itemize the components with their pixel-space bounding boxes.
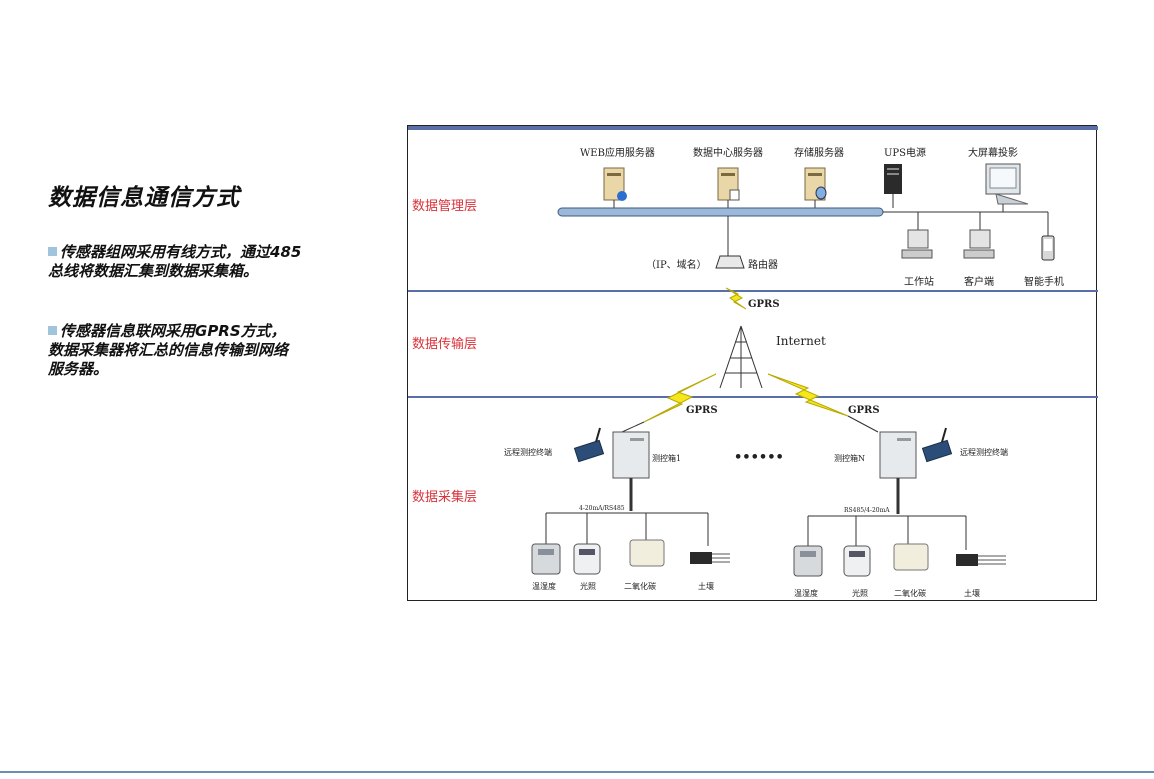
gprs-label-right: GPRS <box>848 405 880 416</box>
sensor-label-temp: 温湿度 <box>794 588 818 598</box>
workstation-icon <box>901 229 933 259</box>
bullet-text-line: 总线将数据汇集到数据采集箱。 <box>48 262 259 280</box>
smartphone-icon <box>1041 235 1055 261</box>
bullet-gprs-network: 传感器信息联网采用GPRS方式， 数据采集器将汇总的信息传输到网络 服务器。 <box>48 322 378 379</box>
internet-label: Internet <box>776 334 826 348</box>
bullet-marker <box>48 326 57 335</box>
sensor-label-soil: 土壤 <box>964 588 980 598</box>
projection-screen-icon <box>985 163 1029 205</box>
bullet-marker <box>48 247 57 256</box>
left-remote-label: 远程测控终端 <box>504 447 552 457</box>
bullet-wired-network: 传感器组网采用有线方式，通过485 总线将数据汇集到数据采集箱。 <box>48 243 378 281</box>
right-sensor-bus <box>807 515 967 550</box>
footer-divider <box>0 771 1154 773</box>
top-band <box>408 126 1098 130</box>
gprs-label-left: GPRS <box>686 405 718 416</box>
sensor-label-light: 光照 <box>852 588 868 598</box>
left-bus-label: 4-20mA/RS485 <box>579 505 625 512</box>
server-label-ups: UPS电源 <box>884 146 926 159</box>
soil-sensor-icon <box>956 554 1006 566</box>
network-architecture-diagram: 数据管理层 数据传输层 数据采集层 WEB应用服务器 数据中心服务器 存储服务器… <box>407 125 1098 601</box>
light-sensor-icon <box>843 545 871 577</box>
server-label-datacenter: 数据中心服务器 <box>693 146 763 159</box>
server-label-screen: 大屏幕投影 <box>968 146 1018 159</box>
gprs-label-top: GPRS <box>748 299 780 310</box>
measurement-box-icon <box>612 431 650 479</box>
server-label-storage: 存储服务器 <box>794 146 844 159</box>
client-label-workstation: 工作站 <box>904 275 934 288</box>
storage-server-icon <box>804 167 827 201</box>
diagram-svg: 数据管理层 数据传输层 数据采集层 WEB应用服务器 数据中心服务器 存储服务器… <box>408 126 1098 598</box>
bullet-text-line: 数据采集器将汇总的信息传输到网络 <box>48 341 289 359</box>
sensor-label-soil: 土壤 <box>698 581 714 591</box>
layer-label-management: 数据管理层 <box>412 199 477 214</box>
bullet-text-line: 传感器信息联网采用GPRS方式， <box>60 322 286 340</box>
client-label-phone: 智能手机 <box>1024 275 1064 288</box>
server-drop-lines <box>613 194 894 208</box>
router-note: （IP、域名） <box>646 258 707 271</box>
lightning-icon <box>767 373 849 417</box>
internet-tower-icon <box>719 325 763 389</box>
layer-label-transmission: 数据传输层 <box>412 336 477 352</box>
co2-sensor-icon <box>629 539 665 567</box>
remote-terminal-icon <box>573 427 605 463</box>
network-bus <box>557 207 884 217</box>
remote-terminal-icon <box>921 427 953 463</box>
soil-sensor-icon <box>690 552 730 564</box>
station-ellipsis: •••••• <box>734 450 784 465</box>
slide-title: 数据信息通信方式 <box>48 185 240 211</box>
bullet-text-line: 传感器组网采用有线方式，通过485 <box>60 243 302 261</box>
sensor-label-co2: 二氧化碳 <box>624 581 656 591</box>
sensor-label-light: 光照 <box>580 581 596 591</box>
left-sensor-bus <box>545 512 709 546</box>
right-remote-label: 远程测控终端 <box>960 447 1008 457</box>
temperature-humidity-sensor-icon <box>531 543 561 575</box>
server-label-web: WEB应用服务器 <box>580 146 655 159</box>
layer-label-collection: 数据采集层 <box>412 489 477 505</box>
measurement-box-icon <box>879 431 917 479</box>
right-box-label: 测控箱N <box>834 453 865 463</box>
bullet-text-line: 服务器。 <box>48 360 109 378</box>
router-label: 路由器 <box>748 258 778 271</box>
sensor-label-temp: 温湿度 <box>532 581 556 591</box>
co2-sensor-icon <box>893 543 929 571</box>
light-sensor-icon <box>573 543 601 575</box>
web-server-icon <box>603 167 627 201</box>
router-icon <box>715 255 745 269</box>
left-box-label: 测控箱1 <box>652 453 681 463</box>
sensor-label-co2: 二氧化碳 <box>894 588 926 598</box>
ups-icon <box>884 164 902 194</box>
client-label-client: 客户端 <box>964 275 994 288</box>
client-computer-icon <box>963 229 995 259</box>
lightning-icon <box>725 287 747 310</box>
datacenter-server-icon <box>717 167 740 201</box>
temperature-humidity-sensor-icon <box>793 545 823 577</box>
right-bus-label: RS485/4-20mA <box>844 507 890 514</box>
